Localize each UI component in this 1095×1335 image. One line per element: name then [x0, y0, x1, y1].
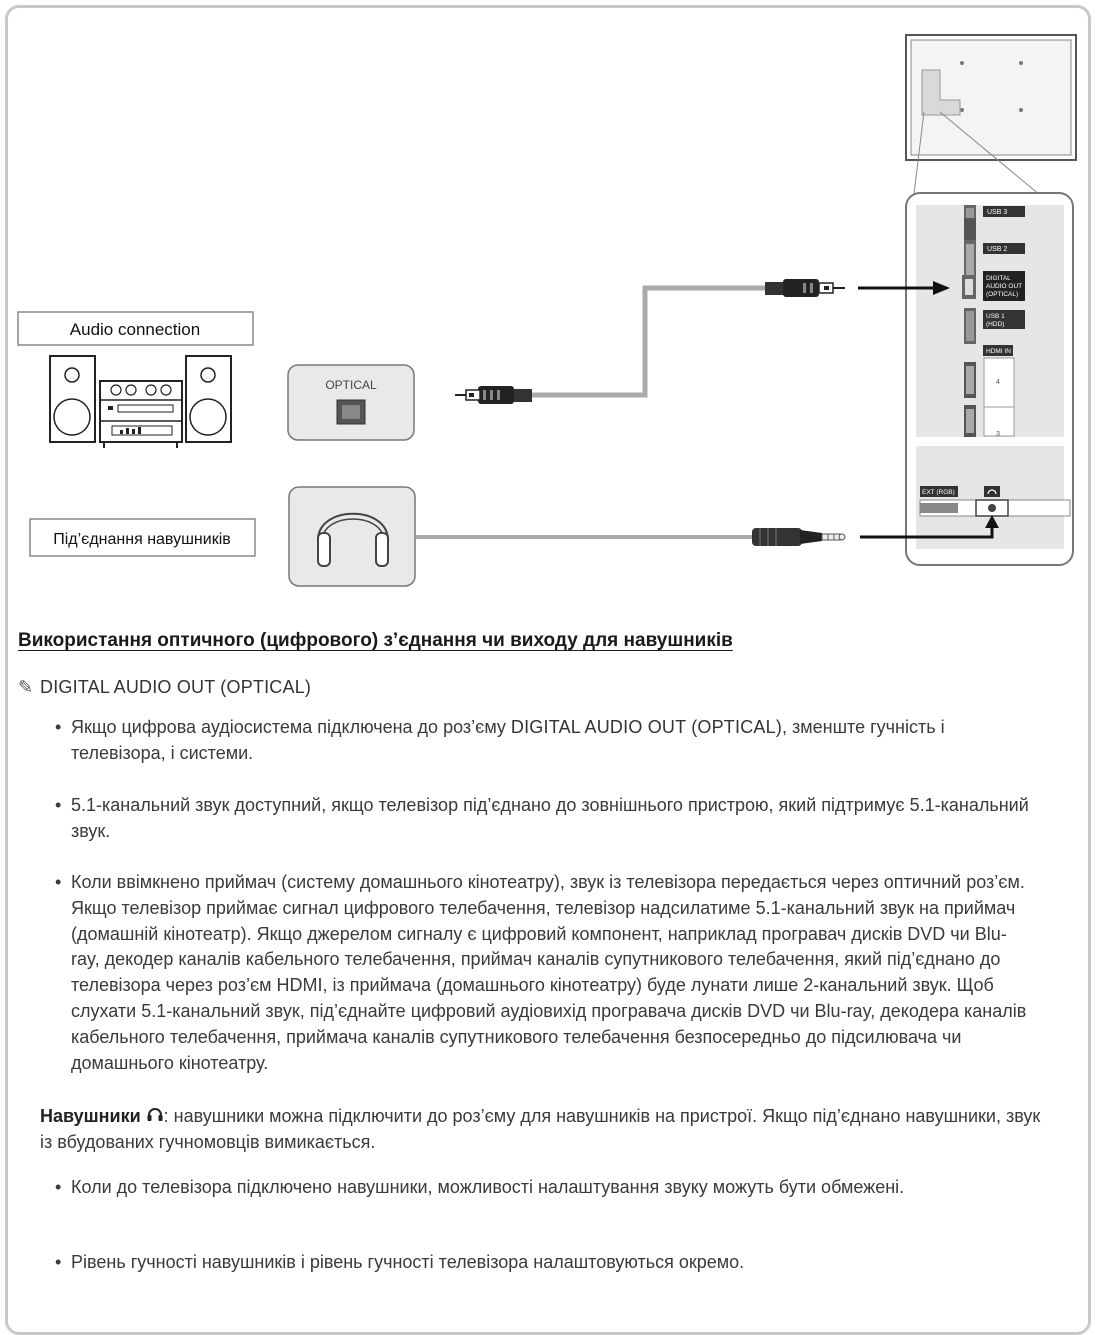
hdmi3-label: 3 — [996, 431, 1000, 438]
list-item: • Коли ввімкнено приймач (систему домашн… — [55, 870, 1031, 1076]
stereo-system-icon — [49, 355, 232, 448]
usb3-label: USB 3 — [987, 209, 1007, 216]
section-title: Використання оптичного (цифрового) з’єдн… — [18, 630, 733, 651]
headphone-icon — [317, 512, 389, 567]
headphones-note-text: : навушники можна підключити до роз’єму … — [40, 1106, 1041, 1152]
optical-device: OPTICAL — [287, 364, 415, 441]
bullet: • — [55, 717, 62, 737]
bullet: • — [55, 1177, 62, 1197]
headphone-cable — [416, 528, 846, 546]
usb1-label-2: (HDD) — [986, 321, 1004, 328]
headphone-inline-icon — [146, 1106, 164, 1126]
audio-connection-label: Audio connection — [70, 320, 200, 339]
hdmi-in-label: HDMI IN — [986, 348, 1011, 355]
tv-port-panel: USB 3 USB 2 DIGITAL AUDIO OUT (OPTICAL) … — [905, 192, 1074, 566]
headphone-arrow — [860, 515, 999, 539]
list-item: • 5.1-канальний звук доступний, якщо тел… — [55, 793, 1031, 845]
digital-audio-label-3: (OPTICAL) — [986, 291, 1018, 298]
connection-diagram: USB 3 USB 2 DIGITAL AUDIO OUT (OPTICAL) … — [17, 34, 1077, 587]
list-item: • Коли до телевізора підключено навушник… — [55, 1175, 1031, 1201]
headphone-device — [288, 486, 416, 587]
headphones-note: ✎Навушники : навушники можна підключити … — [10, 1104, 1050, 1156]
headphones-note-title: Навушники — [40, 1106, 141, 1126]
usb2-label: USB 2 — [987, 246, 1007, 253]
list-item: • Рівень гучності навушників і рівень гу… — [55, 1250, 1031, 1276]
bullet-text: 5.1-канальний звук доступний, якщо телев… — [71, 795, 1029, 841]
bullet-text-post: , зменште гучність і телевізора, і систе… — [71, 717, 945, 763]
headphone-connection-label: Під’єднання навушників — [53, 531, 231, 548]
audio-connection-tag: Audio connection — [17, 311, 254, 346]
digital-audio-label-1: DIGITAL — [986, 275, 1011, 282]
tv-back-thumbnail — [905, 34, 1077, 211]
optical-cable — [455, 279, 845, 404]
ext-rgb-label: EXT (RGB) — [922, 489, 955, 496]
usb1-label-1: USB 1 — [986, 313, 1005, 320]
digital-audio-label-2: AUDIO OUT — [986, 283, 1022, 290]
bullet-text: Коли до телевізора підключено навушники,… — [71, 1177, 905, 1197]
hdmi4-label: 4 — [996, 379, 1000, 386]
headphone-port-icon — [987, 489, 997, 495]
bullet-text: Коли ввімкнено приймач (систему домашньо… — [71, 872, 1027, 1073]
headphone-connection-tag: Під’єднання навушників — [29, 518, 256, 557]
optical-arrow — [858, 281, 950, 295]
optical-label: OPTICAL — [325, 378, 377, 392]
bullet: • — [55, 872, 62, 892]
list-item: • Якщо цифрова аудіосистема підключена д… — [55, 715, 1031, 767]
bullet: • — [55, 1252, 62, 1272]
optical-note-title: DIGITAL AUDIO OUT (OPTICAL) — [40, 677, 312, 697]
note-pencil-icon: ✎ — [10, 1104, 40, 1130]
note-pencil-icon: ✎ — [18, 677, 34, 697]
optical-note: ✎ DIGITAL AUDIO OUT (OPTICAL) — [18, 674, 311, 700]
bullet: • — [55, 795, 62, 815]
bullet-text: Рівень гучності навушників і рівень гучн… — [71, 1252, 745, 1272]
bullet-text-pre: Якщо цифрова аудіосистема підключена до … — [71, 717, 511, 737]
bullet-text-accent: DIGITAL AUDIO OUT (OPTICAL) — [510, 717, 783, 737]
